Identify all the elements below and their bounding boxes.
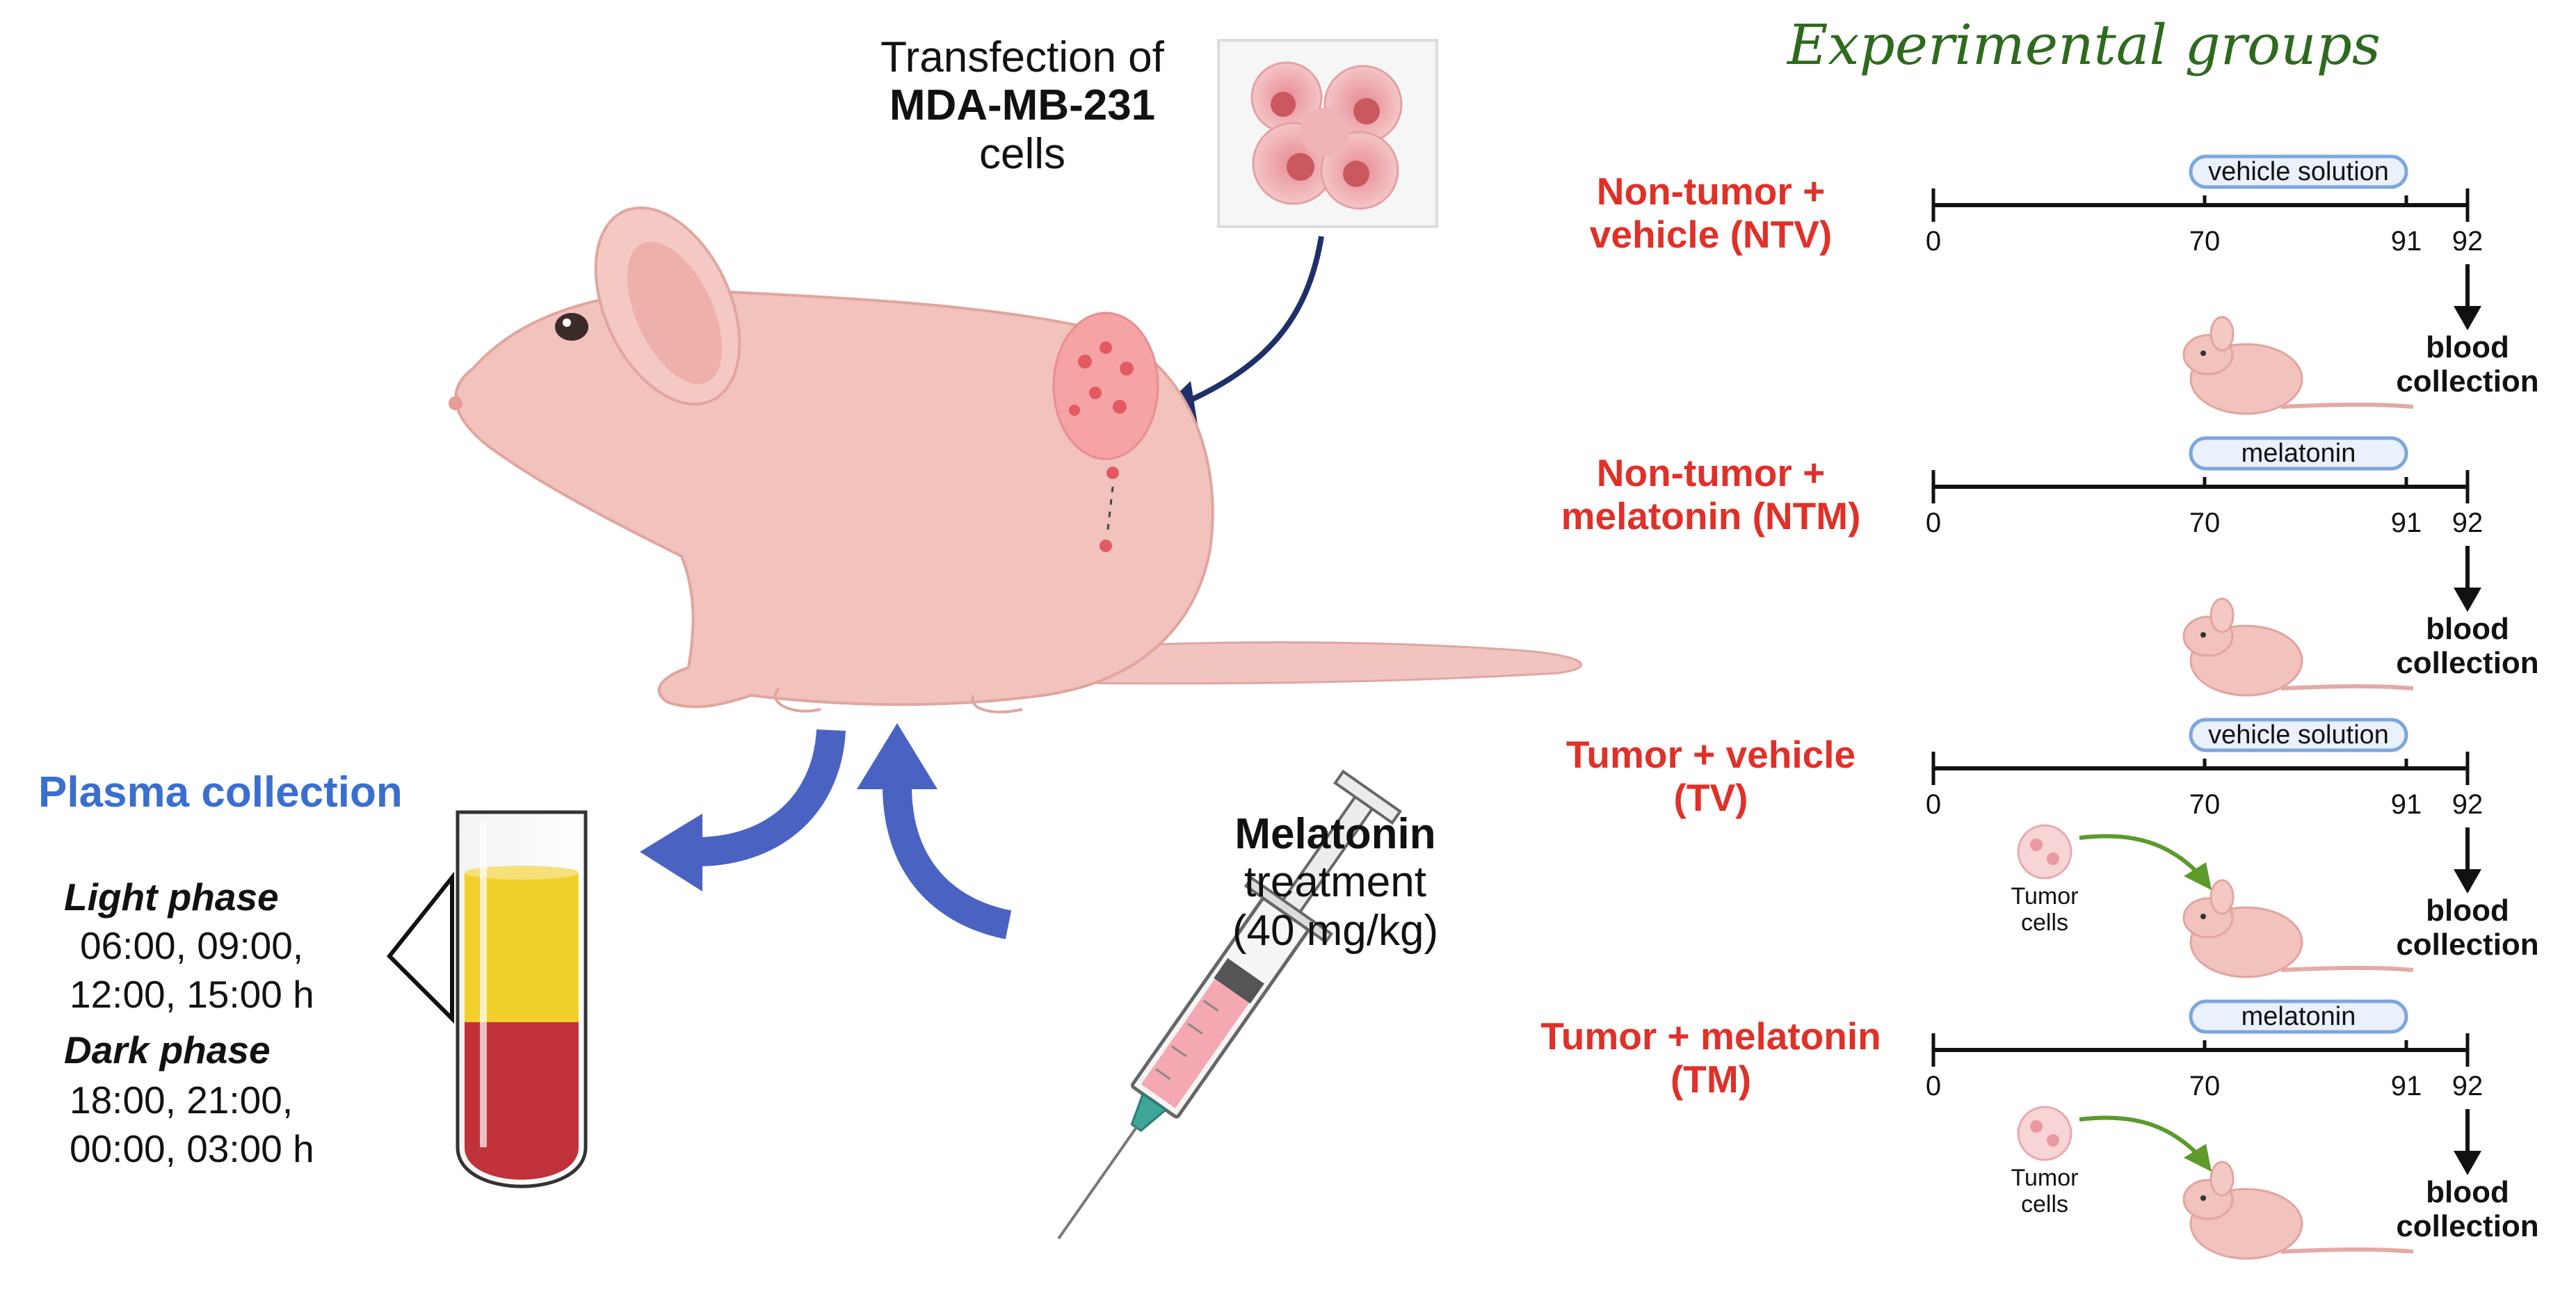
blood-collection-line-2: collection bbox=[2396, 1209, 2539, 1244]
timeline-tick-label: 0 bbox=[1925, 226, 1942, 257]
blood-tube-illustration bbox=[386, 810, 588, 1188]
tumor-cells-line-2: cells bbox=[2020, 910, 2069, 937]
timeline-tick-label: 92 bbox=[2452, 789, 2484, 820]
injection-arrowhead bbox=[2184, 1144, 2212, 1172]
timeline-tick-label: 92 bbox=[2452, 1071, 2484, 1101]
tumor-cells-line-1: Tumor bbox=[2011, 883, 2079, 910]
light-phase-label: Light phase bbox=[64, 875, 279, 919]
group-name-line-1: Tumor + vehicle bbox=[1565, 733, 1856, 776]
timeline-tick-label: 91 bbox=[2390, 789, 2422, 820]
tumor-cells-line-2: cells bbox=[2020, 1191, 2069, 1218]
blood-collection-arrowhead bbox=[2454, 306, 2481, 330]
group-name: Tumor + melatonin(TM) bbox=[1495, 1015, 1926, 1101]
blood-collection-arrowhead bbox=[2454, 588, 2481, 612]
melatonin-treatment-line-1: Melatonin bbox=[1234, 810, 1436, 858]
transfection-line-2: MDA-MB-231 bbox=[889, 81, 1156, 130]
group-name-line-2: melatonin (NTM) bbox=[1561, 494, 1861, 538]
injection-arrow bbox=[2079, 834, 2200, 875]
transfection-line-3: cells bbox=[979, 129, 1066, 178]
injection-arrowhead bbox=[2184, 862, 2212, 890]
treatment-pill-label: melatonin bbox=[2241, 1002, 2356, 1031]
blood-collection-line-1: blood bbox=[2426, 1175, 2509, 1209]
blood-collection-arrowhead bbox=[2454, 869, 2481, 894]
nude-mouse-illustration bbox=[449, 206, 1583, 713]
treatment-pill-label: melatonin bbox=[2241, 439, 2356, 468]
injection-arrow bbox=[2079, 1115, 2200, 1156]
melatonin-treatment-line-3: (40 mg/kg) bbox=[1232, 906, 1439, 955]
transfection-line-1: Transfection of bbox=[880, 33, 1164, 81]
blood-collection-line-1: blood bbox=[2426, 330, 2509, 364]
timeline-tick-label: 0 bbox=[1925, 789, 1942, 820]
treatment-pill-label: vehicle solution bbox=[2208, 720, 2389, 750]
timeline-tick-label: 0 bbox=[1925, 508, 1942, 538]
timeline-tick-label: 91 bbox=[2390, 508, 2422, 538]
plasma-arrow bbox=[640, 729, 846, 891]
group-name-line-1: Tumor + melatonin bbox=[1540, 1015, 1881, 1058]
tumor-cells-line-1: Tumor bbox=[2011, 1165, 2079, 1191]
melatonin-treatment-line-2: treatment bbox=[1244, 858, 1426, 907]
blood-collection-line-2: collection bbox=[2396, 364, 2539, 399]
timeline-tick-label: 70 bbox=[2189, 1071, 2221, 1101]
tumor-cells-icon bbox=[2017, 1106, 2072, 1161]
transfection-arrow bbox=[1174, 236, 1324, 410]
timeline-tick-label: 0 bbox=[1925, 1071, 1942, 1101]
small-mouse-icon bbox=[2182, 316, 2414, 415]
timeline-tick-label: 92 bbox=[2452, 226, 2484, 257]
timeline-tick-label: 70 bbox=[2189, 226, 2221, 257]
dark-phase-label: Dark phase bbox=[64, 1028, 271, 1072]
experimental-groups-title: Experimental groups bbox=[1787, 13, 2381, 77]
timelines bbox=[1931, 154, 2481, 1260]
transfection-label: Transfection of MDA-MB-231 cells bbox=[835, 33, 1210, 178]
timeline-tick-label: 91 bbox=[2390, 226, 2422, 257]
group-name-line-2: (TM) bbox=[1670, 1057, 1752, 1101]
small-mouse-icon bbox=[2182, 879, 2414, 978]
timeline-tick-label: 92 bbox=[2452, 508, 2484, 538]
treatment-pill bbox=[2189, 154, 2408, 189]
treatment-pill-label: vehicle solution bbox=[2208, 157, 2389, 186]
blood-collection-line-2: collection bbox=[2396, 928, 2539, 962]
dark-phase-times-1: 18:00, 21:00, bbox=[70, 1078, 293, 1122]
group-name-line-1: Non-tumor + bbox=[1596, 451, 1826, 494]
timeline-tick-label: 70 bbox=[2189, 508, 2221, 538]
light-phase-times-2: 12:00, 15:00 h bbox=[70, 973, 314, 1016]
timeline-tick-label: 91 bbox=[2390, 1071, 2422, 1101]
dark-phase-times-2: 00:00, 03:00 h bbox=[70, 1127, 314, 1170]
blood-collection-line-2: collection bbox=[2396, 646, 2539, 681]
treatment-pill bbox=[2189, 436, 2408, 471]
treatment-pill bbox=[2189, 718, 2408, 752]
small-mouse-icon bbox=[2182, 597, 2414, 697]
group-name-line-2: vehicle (NTV) bbox=[1589, 212, 1833, 256]
plasma-collection-title: Plasma collection bbox=[38, 768, 403, 816]
group-name-line-1: Non-tumor + bbox=[1596, 170, 1826, 213]
blood-collection-line-1: blood bbox=[2426, 894, 2509, 928]
treatment-arrow bbox=[857, 723, 1012, 939]
blood-collection-arrowhead bbox=[2454, 1151, 2481, 1175]
small-mouse-icon bbox=[2182, 1161, 2414, 1260]
light-phase-times-1: 06:00, 09:00, bbox=[80, 924, 304, 967]
tumor-cells-icon bbox=[2017, 824, 2072, 880]
group-name: Non-tumor +vehicle (NTV) bbox=[1495, 170, 1926, 256]
group-name: Tumor + vehicle(TV) bbox=[1495, 733, 1926, 819]
syringe-illustration bbox=[1057, 769, 1403, 1240]
timeline-tick-label: 70 bbox=[2189, 789, 2221, 820]
group-name: Non-tumor +melatonin (NTM) bbox=[1495, 451, 1926, 538]
blood-collection-line-1: blood bbox=[2426, 612, 2509, 646]
treatment-pill bbox=[2189, 999, 2408, 1034]
group-name-line-2: (TV) bbox=[1673, 775, 1748, 819]
cell-culture-image bbox=[1217, 39, 1438, 228]
melatonin-treatment-label: Melatonin treatment (40 mg/kg) bbox=[1196, 810, 1474, 955]
